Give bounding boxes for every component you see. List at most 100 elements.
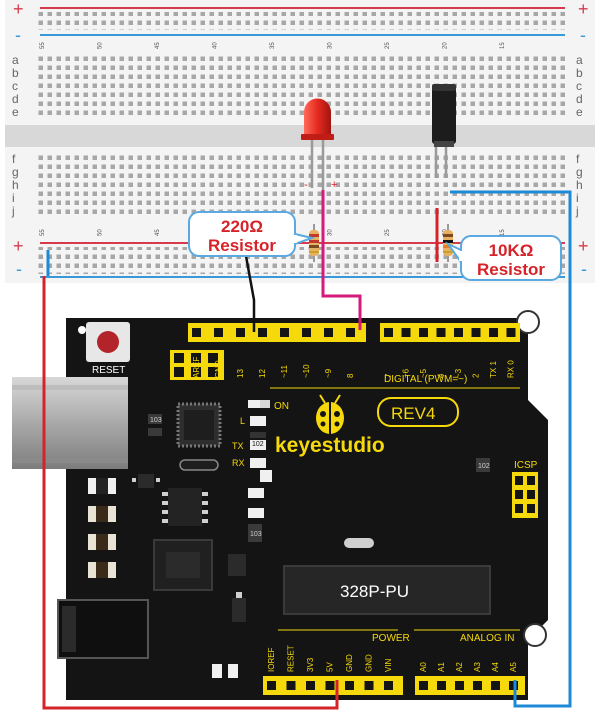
header-pin	[364, 681, 374, 690]
row-letter: h	[576, 178, 583, 192]
column-number: 40	[213, 42, 219, 49]
header-pin	[306, 681, 315, 690]
column-number: 50	[98, 229, 104, 236]
pin-label: RESET	[287, 645, 296, 672]
row-letter: b	[576, 66, 583, 80]
row-letter: h	[12, 178, 19, 192]
led: - +	[301, 98, 337, 191]
terminal-holes-top	[36, 55, 566, 118]
column-number: 15	[500, 42, 506, 49]
pin-label: RX 0	[507, 360, 516, 378]
column-number: 25	[385, 229, 391, 236]
pin-label: A4	[491, 662, 500, 672]
led-minus-label: -	[304, 179, 308, 191]
bottom-left-plus: +	[13, 236, 24, 256]
pin-label: 3V3	[306, 657, 315, 672]
row-letter: e	[12, 105, 19, 119]
header-pin	[302, 328, 311, 337]
pin-label: GND	[365, 654, 374, 672]
header-pin	[515, 476, 523, 485]
header-pin	[208, 353, 218, 363]
pin-label: TX 1	[489, 361, 498, 378]
top-rail-holes	[36, 12, 566, 30]
digital-header-left	[188, 323, 366, 342]
header-pin	[515, 504, 523, 513]
header-pin	[489, 328, 498, 337]
row-letter: c	[12, 79, 18, 93]
header-pin	[214, 328, 223, 337]
bottom-right-minus: -	[581, 259, 587, 279]
pin-label: VIN	[384, 658, 393, 672]
analog-header	[415, 676, 525, 695]
column-number: 30	[328, 42, 334, 49]
column-number: 45	[155, 42, 161, 49]
wire-a5-blue	[450, 190, 572, 708]
res-103-label-b: 103	[250, 531, 262, 538]
res-102-label-a: 102	[252, 441, 264, 448]
row-letter: j	[11, 204, 15, 218]
top-right-minus: -	[580, 25, 586, 45]
header-pin	[325, 681, 335, 690]
header-pin	[384, 328, 393, 337]
pin-label: 7	[384, 373, 393, 378]
digital-pin-labels-right: 7 ~6 ~5 4 ~3 2 TX 1 RX 0	[384, 360, 516, 378]
row-letter: c	[576, 79, 582, 93]
resistor-10k-value: 10KΩ	[489, 241, 534, 260]
pin-label: 2	[472, 373, 481, 378]
keyestudio-logo	[316, 394, 344, 434]
tx-label: TX	[232, 441, 244, 451]
header-pin	[258, 328, 267, 337]
analog-label: ANALOG IN	[460, 633, 514, 644]
pin-label: A3	[473, 662, 482, 672]
resistor-220-word: Resistor	[208, 236, 276, 255]
led-body	[304, 98, 331, 138]
rev-label: REV4	[391, 404, 435, 423]
wire-pin8-pink	[321, 190, 362, 330]
icsp-label: ICSP	[514, 460, 538, 471]
header-pin	[384, 681, 393, 690]
header-pin	[506, 328, 516, 337]
on-label: ON	[274, 401, 289, 412]
pin-label: ~3	[454, 368, 463, 378]
header-pin	[345, 681, 354, 690]
header-pin	[473, 681, 482, 690]
mount-hole-bottom-right	[523, 623, 547, 647]
row-letter: a	[12, 53, 19, 67]
pin-label: ~11	[280, 364, 289, 378]
row-letter: f	[12, 152, 16, 166]
resistor-220	[309, 224, 319, 262]
header-pin	[346, 328, 355, 337]
column-number: 25	[385, 42, 391, 49]
chip-label: 328P-PU	[340, 582, 409, 601]
header-pin	[280, 328, 289, 337]
rx-label: RX	[232, 458, 245, 468]
pin-label: 12	[258, 369, 267, 378]
header-pin	[174, 367, 184, 377]
header-pin	[527, 476, 535, 485]
header-pin	[286, 681, 296, 690]
wire-gnd-black	[244, 255, 256, 332]
header-pin	[208, 367, 218, 377]
column-number: 35	[270, 42, 276, 49]
pin-label: 4	[437, 373, 446, 378]
pin-label: 5V	[326, 662, 335, 672]
header-pin	[267, 681, 276, 690]
column-number: 45	[155, 229, 161, 236]
header-pin	[192, 328, 201, 337]
pin-label: ~6	[402, 368, 411, 378]
header-pin	[515, 490, 523, 499]
row-letter: g	[576, 165, 583, 179]
row-letter: f	[576, 152, 580, 166]
res-103-label-a: 103	[150, 417, 162, 424]
pin-label: ~5	[419, 368, 428, 378]
pin-label: GND	[345, 654, 354, 672]
header-pin	[324, 328, 333, 337]
row-letter: i	[12, 191, 15, 205]
res-102-label-b: 102	[478, 463, 490, 470]
mount-hole-top-right	[516, 310, 540, 334]
column-number: 15	[500, 229, 506, 236]
